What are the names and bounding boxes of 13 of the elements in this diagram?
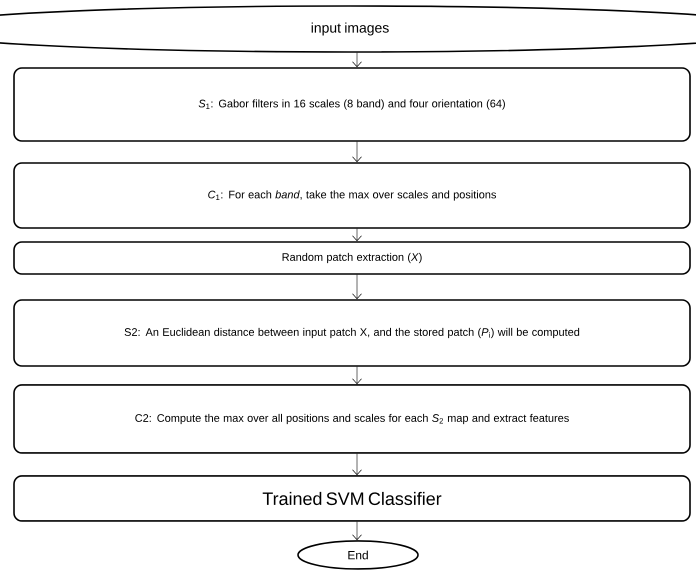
arrow [352, 453, 362, 476]
process-box: C2: Compute the max over all positions and scales for each S$_{2}$ map and extract features [13, 384, 691, 454]
arrow [352, 366, 362, 384]
process-box: C$_{1}$: For each band, take the max over scales and positions [13, 162, 691, 229]
arrow [352, 141, 362, 162]
arrow [352, 52, 362, 68]
process-box: S2: An Euclidean distance between input patch X, and the stored patch (P$_{i}$) will be computed [13, 299, 691, 367]
process-box: S$_{1}$: Gabor filters in 16 scales (8 band) and four orientation (64) [13, 67, 691, 142]
process-box: Trained SVM Classifier [13, 475, 691, 522]
arrow [352, 228, 362, 242]
arrow [352, 521, 362, 540]
process-box: Random patch extraction (X) [13, 241, 691, 275]
arrow [352, 274, 362, 300]
